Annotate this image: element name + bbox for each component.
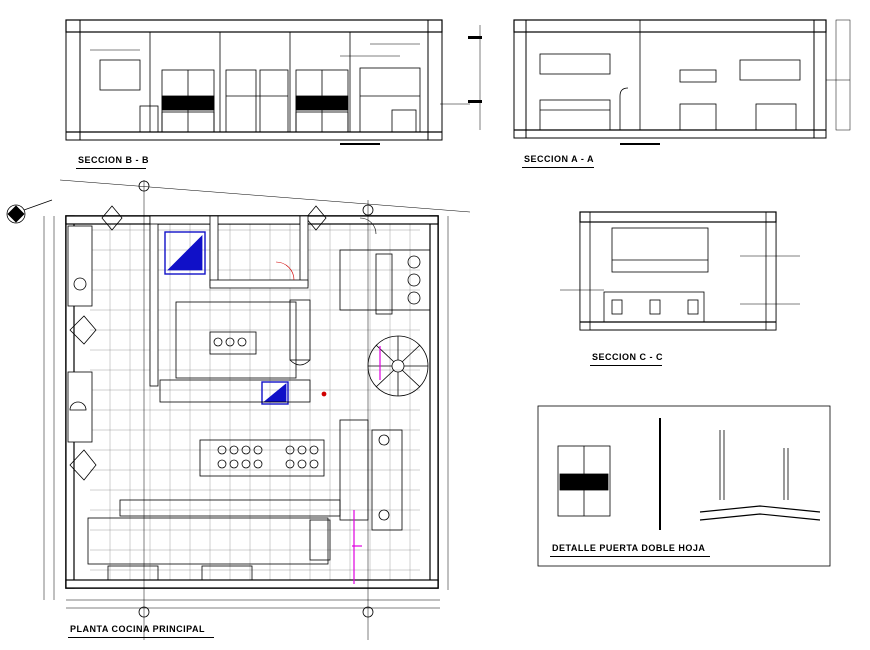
north-arrow-icon xyxy=(6,199,53,224)
section-bb-drawing xyxy=(65,19,482,145)
door-detail-drawing xyxy=(537,405,831,567)
section-cc-drawing xyxy=(560,211,800,331)
door-detail-label: DETALLE PUERTA DOBLE HOJA xyxy=(552,543,706,553)
spiral-stair-icon xyxy=(367,335,429,397)
section-aa-label: SECCION A - A xyxy=(524,154,595,164)
section-cc-label: SECCION C - C xyxy=(592,352,664,362)
stove-burner-icon xyxy=(217,445,319,469)
section-bb-label: SECCION B - B xyxy=(78,155,150,165)
section-aa-drawing xyxy=(513,19,851,145)
floor-plan-drawing xyxy=(43,179,471,640)
plan-title-label: PLANTA COCINA PRINCIPAL xyxy=(70,624,205,634)
